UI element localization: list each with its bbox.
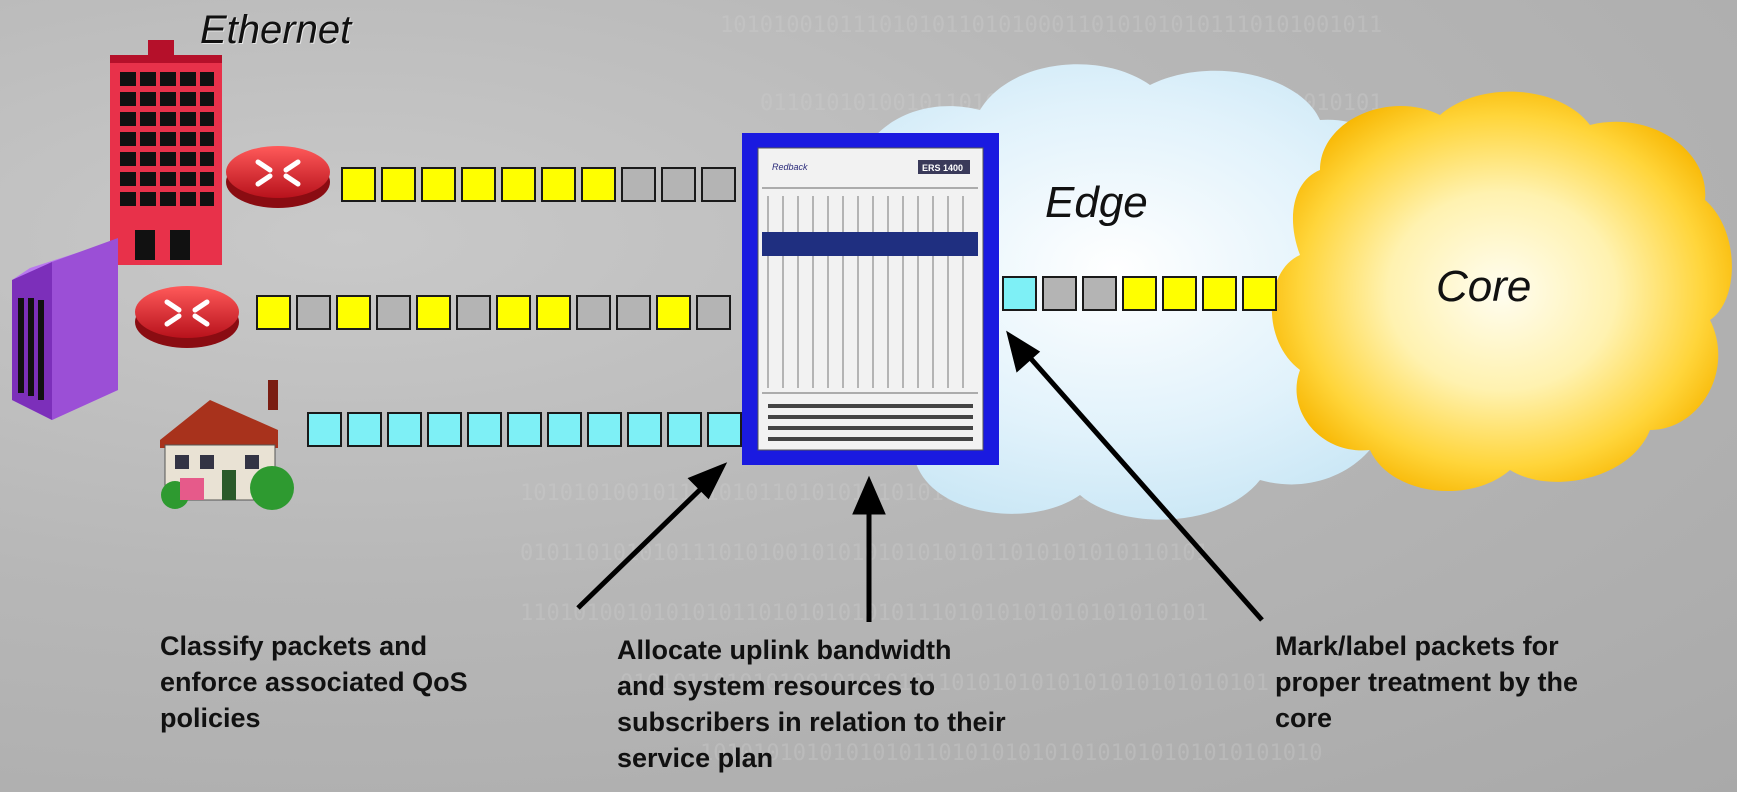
packet-yellow (581, 167, 616, 202)
packet-cyan (387, 412, 422, 447)
caption-mark: Mark/label packets for proper treatment … (1275, 628, 1695, 736)
packet-gray (1042, 276, 1077, 311)
packet-yellow (536, 295, 571, 330)
packet-yellow (381, 167, 416, 202)
caption-line: proper treatment by the (1275, 667, 1579, 697)
packet-yellow (541, 167, 576, 202)
svg-text:010101101010100101010101101010: 0101011010101001010101011010101010101010… (620, 671, 1269, 696)
caption-line: and system resources to (617, 671, 936, 701)
packet-yellow (336, 295, 371, 330)
packet-yellow (501, 167, 536, 202)
packet-yellow (1122, 276, 1157, 311)
packet-streams (256, 167, 1277, 447)
caption-line: subscribers in relation to their (617, 707, 1006, 737)
router-icon (226, 146, 330, 208)
packet-gray (661, 167, 696, 202)
chassis-model: ERS 1400 (922, 163, 963, 173)
caption-line: Allocate uplink bandwidth (617, 635, 952, 665)
packet-yellow (1162, 276, 1197, 311)
arrows (576, 330, 1264, 622)
packet-yellow (421, 167, 456, 202)
svg-text:110101001010101011010101010101: 1101010010101010110101010101011101010101… (520, 601, 1209, 626)
office-building-icon (110, 40, 222, 265)
core-label: Core (1436, 262, 1532, 311)
caption-line: service plan (617, 743, 774, 773)
caption-line: enforce associated QoS (160, 667, 468, 697)
packet-yellow (341, 167, 376, 202)
arrow-mark-head (1006, 330, 1041, 373)
packet-cyan (707, 412, 742, 447)
packet-gray (696, 295, 731, 330)
packet-gray (296, 295, 331, 330)
packet-cyan (1002, 276, 1037, 311)
arrow-mark (1023, 350, 1264, 622)
packet-yellow (1202, 276, 1237, 311)
caption-line: policies (160, 703, 261, 733)
packet-yellow (416, 295, 451, 330)
ethernet-label: Ethernet (200, 8, 352, 52)
office-tower-icon (12, 238, 118, 420)
caption-allocate: Allocate uplink bandwidth and system res… (617, 632, 1137, 776)
packet-yellow (496, 295, 531, 330)
packet-gray (701, 167, 736, 202)
core-cloud (1271, 91, 1732, 492)
svg-text:101010101010101011010101010101: 1010101010101010110101010101010101010101… (700, 741, 1323, 766)
packet-cyan (667, 412, 702, 447)
chassis-brand: Redback (772, 162, 808, 172)
packet-cyan (587, 412, 622, 447)
caption-classify: Classify packets and enforce associated … (160, 628, 580, 736)
arrow-classify-head (687, 462, 728, 500)
arrow-allocate-head (852, 475, 886, 515)
packet-yellow (461, 167, 496, 202)
edge-label: Edge (1045, 178, 1148, 227)
arrow-classify (576, 478, 712, 610)
packet-cyan (427, 412, 462, 447)
svg-text:101010010111010101101010001101: 1010100101110101011010100011010101010111… (720, 13, 1382, 38)
caption-line: Mark/label packets for (1275, 631, 1559, 661)
packet-cyan (307, 412, 342, 447)
packet-yellow (656, 295, 691, 330)
caption-line: Classify packets and (160, 631, 428, 661)
packet-cyan (507, 412, 542, 447)
house-icon (160, 380, 294, 510)
packet-cyan (467, 412, 502, 447)
packet-gray (376, 295, 411, 330)
packet-gray (456, 295, 491, 330)
packet-yellow (1242, 276, 1277, 311)
packet-yellow (256, 295, 291, 330)
router-chassis-icon: Redback ERS 1400 (742, 133, 999, 465)
router-icon (135, 286, 239, 348)
packet-gray (621, 167, 656, 202)
packet-cyan (627, 412, 662, 447)
packet-gray (616, 295, 651, 330)
packet-gray (1082, 276, 1117, 311)
packet-cyan (347, 412, 382, 447)
packet-gray (576, 295, 611, 330)
packet-cyan (547, 412, 582, 447)
caption-line: core (1275, 703, 1333, 733)
